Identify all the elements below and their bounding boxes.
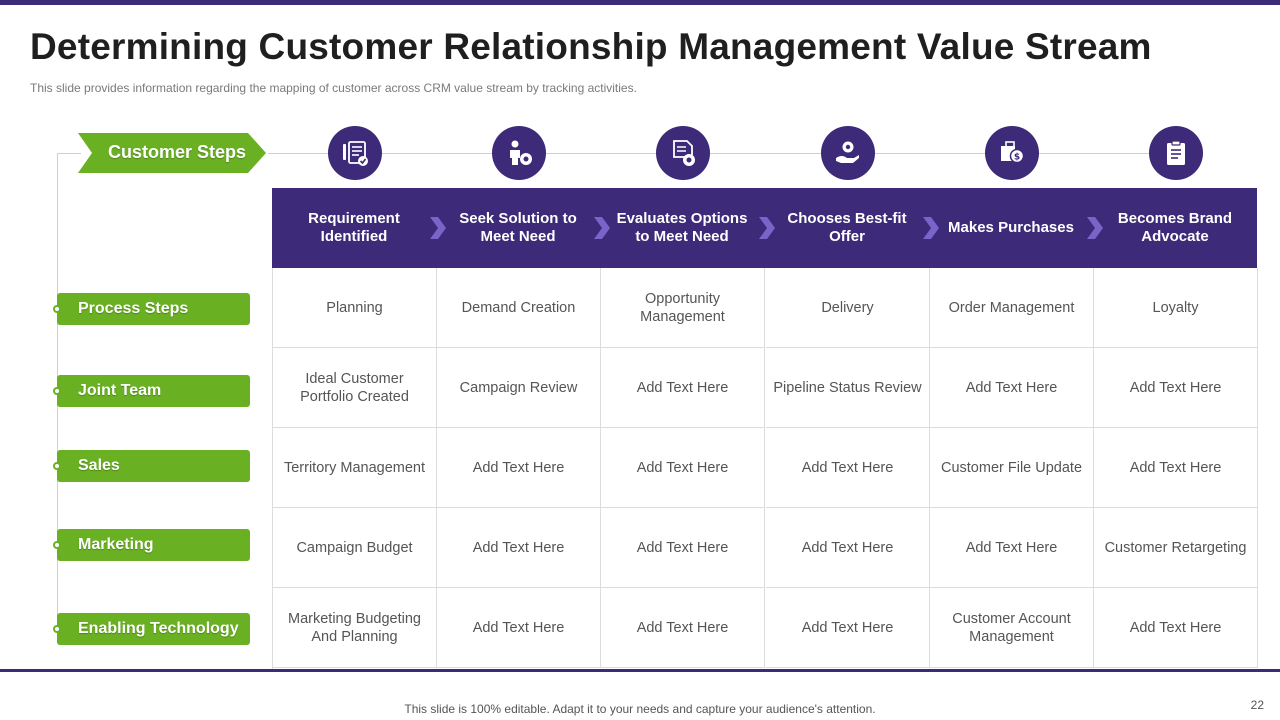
money-box-icon: $ — [985, 126, 1039, 180]
table-cell: Add Text Here — [437, 588, 601, 668]
bottom-accent-bar — [0, 669, 1280, 672]
hand-gear-icon — [821, 126, 875, 180]
clipboard-icon — [1149, 126, 1203, 180]
table-cell: Opportunity Management — [601, 268, 765, 348]
slide-subtitle: This slide provides information regardin… — [30, 81, 637, 95]
table-cell: Add Text Here — [930, 348, 1094, 428]
row-label-process-steps: Process Steps — [53, 293, 250, 325]
chevron-right-icon — [1087, 217, 1103, 239]
table-cell: Demand Creation — [437, 268, 601, 348]
customer-steps-label: Customer Steps — [108, 142, 247, 162]
value-stream-grid: Planning Demand Creation Opportunity Man… — [272, 268, 1258, 669]
connector-dot — [53, 541, 61, 549]
table-cell: Loyalty — [1094, 268, 1258, 348]
chevron-right-icon — [923, 217, 939, 239]
table-cell: Add Text Here — [601, 428, 765, 508]
step-header: Chooses Best-fit Offer — [787, 210, 907, 245]
footer-note: This slide is 100% editable. Adapt it to… — [404, 702, 876, 716]
table-cell: Add Text Here — [766, 588, 930, 668]
table-cell: Campaign Budget — [273, 508, 437, 588]
table-cell: Delivery — [766, 268, 930, 348]
chevron-right-icon — [430, 217, 446, 239]
row-label-marketing: Marketing — [53, 529, 250, 561]
icon-connector-line — [268, 153, 1198, 154]
row-label-joint-team: Joint Team — [53, 375, 250, 407]
connector-dot — [53, 387, 61, 395]
svg-text:$: $ — [1014, 153, 1020, 163]
step-header: Requirement Identified — [308, 210, 400, 245]
table-cell: Pipeline Status Review — [766, 348, 930, 428]
table-cell: Order Management — [930, 268, 1094, 348]
customer-steps-arrow: Customer Steps — [78, 133, 266, 173]
row-label-sales: Sales — [53, 450, 250, 482]
table-cell: Add Text Here — [601, 588, 765, 668]
chevron-right-icon — [594, 217, 610, 239]
checklist-icon — [328, 126, 382, 180]
step-header: Makes Purchases — [948, 219, 1074, 236]
table-cell: Planning — [273, 268, 437, 348]
table-cell: Territory Management — [273, 428, 437, 508]
step-header: Evaluates Options to Meet Need — [616, 210, 748, 245]
chevron-right-icon — [759, 217, 775, 239]
table-cell: Ideal Customer Portfolio Created — [273, 348, 437, 428]
table-cell: Add Text Here — [766, 508, 930, 588]
table-cell: Add Text Here — [1094, 428, 1258, 508]
table-cell: Add Text Here — [601, 508, 765, 588]
page-number: 22 — [1250, 698, 1264, 712]
table-cell: Add Text Here — [437, 508, 601, 588]
table-cell: Add Text Here — [601, 348, 765, 428]
document-gear-icon — [656, 126, 710, 180]
row-label-enabling-technology: Enabling Technology — [53, 613, 250, 645]
table-cell: Customer Retargeting — [1094, 508, 1258, 588]
table-cell: Campaign Review — [437, 348, 601, 428]
row-connector-stub — [57, 153, 81, 154]
step-header: Seek Solution to Meet Need — [459, 210, 577, 245]
table-cell: Add Text Here — [437, 428, 601, 508]
table-cell: Add Text Here — [1094, 348, 1258, 428]
table-cell: Customer Account Management — [930, 588, 1094, 668]
step-header: Becomes Brand Advocate — [1117, 210, 1233, 245]
table-cell: Add Text Here — [930, 508, 1094, 588]
connector-dot — [53, 305, 61, 313]
table-cell: Add Text Here — [766, 428, 930, 508]
steps-header-band: Requirement Identified Seek Solution to … — [272, 188, 1257, 268]
table-cell: Marketing Budgeting And Planning — [273, 588, 437, 668]
person-gear-icon — [492, 126, 546, 180]
top-accent-bar — [0, 0, 1280, 5]
connector-dot — [53, 462, 61, 470]
table-cell: Customer File Update — [930, 428, 1094, 508]
connector-dot — [53, 625, 61, 633]
slide-title: Determining Customer Relationship Manage… — [30, 26, 1152, 67]
table-cell: Add Text Here — [1094, 588, 1258, 668]
